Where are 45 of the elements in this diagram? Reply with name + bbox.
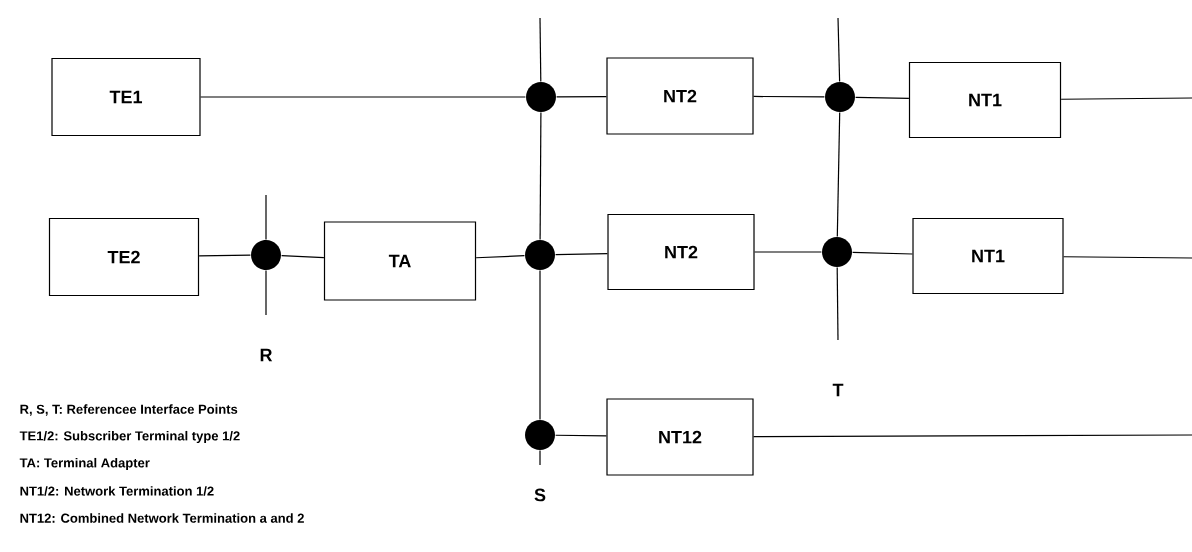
connector-line: [754, 251, 822, 253]
connector-line: [555, 434, 607, 437]
unit-box: NT2: [607, 213, 755, 291]
connector-line: [539, 270, 541, 420]
connector-line: [539, 450, 541, 466]
unit-box: TE2: [48, 217, 200, 297]
legend-note: R, S, T: Referencee Interface Points: [20, 404, 238, 416]
unit-box: NT1: [908, 61, 1062, 139]
connector-line: [556, 95, 607, 98]
connector-line: [836, 112, 841, 237]
connector-line: [855, 96, 910, 100]
legend-note: NT12: Combined Network Termination a and 2: [20, 513, 304, 523]
junction-dot: [825, 82, 855, 112]
reference-point-label: R: [260, 348, 273, 362]
legend-note: NT1/2: Network Termination 1/2: [20, 486, 214, 496]
junction-dot: [525, 240, 555, 270]
unit-box: NT2: [606, 57, 754, 135]
connector-line: [555, 252, 608, 256]
connector-line: [1063, 256, 1192, 259]
junction-dot: [526, 82, 556, 112]
connector-line: [753, 434, 1192, 438]
connector-line: [1060, 97, 1192, 100]
unit-box: NT12: [606, 398, 754, 476]
unit-box: TA: [323, 221, 477, 301]
junction-dot: [251, 240, 281, 270]
connector-line: [200, 96, 526, 98]
connector-line: [198, 254, 251, 257]
legend-note: TE1/2: Subscriber Terminal type 1/2: [19, 430, 240, 444]
connector-line: [852, 251, 913, 255]
connector-line: [836, 267, 839, 341]
reference-point-label: T: [832, 383, 844, 397]
junction-dot: [822, 237, 852, 267]
connector-line: [281, 255, 325, 259]
reference-point-label: S: [534, 488, 546, 502]
unit-box: NT1: [912, 217, 1064, 295]
connector-line: [539, 112, 542, 240]
connector-line: [753, 95, 825, 98]
connector-line: [475, 255, 525, 259]
connector-line: [539, 17, 542, 82]
legend-note: TA: Terminal Adapter: [19, 457, 150, 471]
connector-line: [837, 17, 841, 82]
junction-dot: [525, 420, 555, 450]
unit-box: TE1: [51, 57, 201, 137]
connector-line: [265, 194, 267, 240]
connector-line: [265, 270, 267, 316]
